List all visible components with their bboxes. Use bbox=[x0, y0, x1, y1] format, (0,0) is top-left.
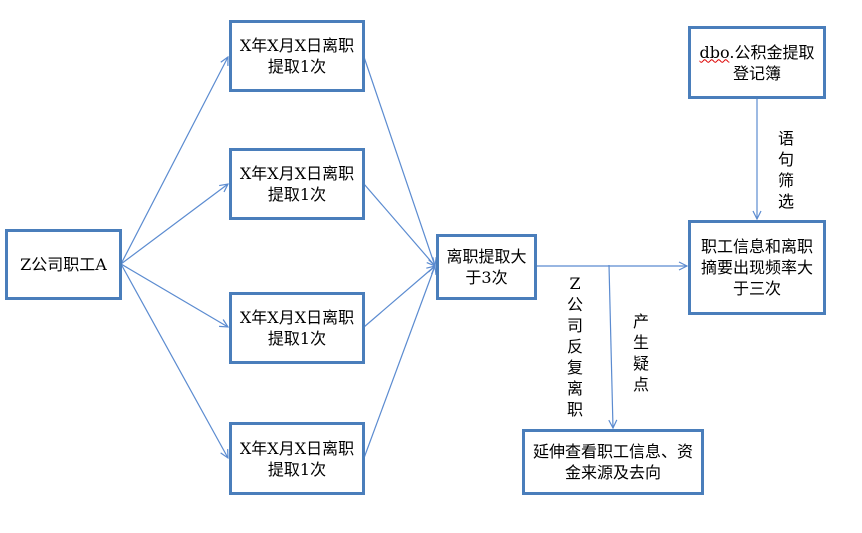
label-filter: 语句筛选 bbox=[777, 129, 794, 211]
arrow-w1-to-c bbox=[363, 56, 435, 266]
node-withdraw-2: X年X月X日离职提取1次 bbox=[229, 148, 365, 220]
node-withdraw-3: X年X月X日离职提取1次 bbox=[229, 292, 365, 364]
node-over-three: 离职提取大于3次 bbox=[436, 234, 537, 300]
node-register-label: dbo.公积金提取登记簿 bbox=[697, 42, 817, 84]
node-employee-label: Z公司职工A bbox=[20, 255, 107, 274]
node-frequency-label: 职工信息和离职摘要出现频率大于三次 bbox=[701, 237, 814, 298]
arrow-a-to-w4 bbox=[120, 263, 228, 458]
node-withdraw-2-label: X年X月X日离职提取1次 bbox=[239, 164, 355, 204]
arrow-to-extend bbox=[609, 264, 613, 428]
node-withdraw-4-label: X年X月X日离职提取1次 bbox=[239, 438, 355, 479]
node-withdraw-1-label: X年X月X日离职提取1次 bbox=[239, 36, 355, 76]
node-withdraw-3-label: X年X月X日离职提取1次 bbox=[239, 308, 355, 348]
label-repeat: Z公司反复离职 bbox=[566, 274, 583, 419]
arrow-w4-to-c bbox=[363, 266, 435, 459]
register-rest: .公积金提取登记簿 bbox=[729, 42, 815, 83]
arrow-a-to-w2 bbox=[120, 184, 228, 265]
node-extend: 延伸查看职工信息、资金来源及去向 bbox=[522, 429, 704, 495]
arrow-a-to-w3 bbox=[120, 263, 228, 327]
arrow-w2-to-c bbox=[363, 183, 435, 266]
node-withdraw-1: X年X月X日离职提取1次 bbox=[229, 20, 365, 92]
node-register: dbo.公积金提取登记簿 bbox=[688, 26, 826, 99]
label-doubt: 产生疑点 bbox=[632, 312, 649, 394]
arrow-w3-to-c bbox=[363, 266, 435, 328]
node-frequency: 职工信息和离职摘要出现频率大于三次 bbox=[688, 220, 826, 315]
arrow-a-to-w1 bbox=[120, 57, 228, 265]
node-employee: Z公司职工A bbox=[5, 229, 122, 300]
node-extend-label: 延伸查看职工信息、资金来源及去向 bbox=[532, 442, 693, 482]
node-over-three-label: 离职提取大于3次 bbox=[446, 247, 527, 287]
node-withdraw-4: X年X月X日离职提取1次 bbox=[229, 422, 365, 495]
register-prefix: dbo bbox=[699, 42, 730, 62]
